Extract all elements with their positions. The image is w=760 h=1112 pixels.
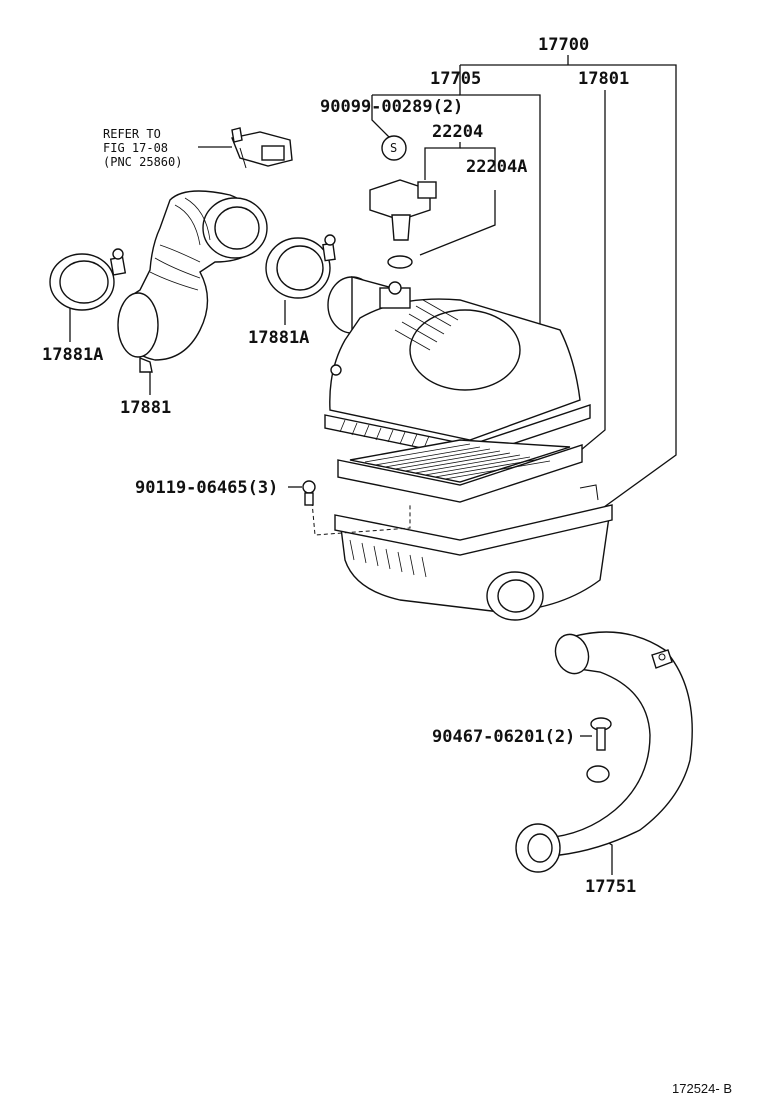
outlet-pipe — [515, 631, 693, 873]
diagram-id: 172524- B — [672, 1081, 732, 1096]
label-22204A: 22204A — [466, 157, 527, 177]
bolt — [302, 480, 316, 506]
label-17700: 17700 — [538, 35, 589, 55]
reference-note: REFER TO FIG 17-08 (PNC 25860) — [103, 127, 182, 169]
air-cleaner-lower-case — [311, 484, 613, 621]
reference-line-2: FIG 17-08 — [103, 141, 168, 155]
air-filter-element — [337, 439, 583, 503]
callout-labels: 17700 17705 17801 90099-00289(2) 22204 2… — [42, 35, 636, 897]
label-17881A-left: 17881A — [42, 345, 103, 365]
label-17881: 17881 — [120, 398, 171, 418]
label-17751: 17751 — [585, 877, 636, 897]
screw-symbol: S — [390, 141, 397, 155]
label-17881A-right: 17881A — [248, 328, 309, 348]
label-22204: 22204 — [432, 122, 483, 142]
label-17705: 17705 — [430, 69, 481, 89]
label-90119: 90119-06465(3) — [135, 478, 278, 498]
label-90099: 90099-00289(2) — [320, 97, 463, 117]
airflow-sensor — [369, 135, 437, 269]
clamp-left — [49, 248, 127, 311]
clip — [586, 717, 612, 783]
air-cleaner-upper-case — [324, 276, 591, 459]
label-17801: 17801 — [578, 69, 629, 89]
reference-line-1: REFER TO — [103, 127, 161, 141]
reference-line-3: (PNC 25860) — [103, 155, 182, 169]
label-90467: 90467-06201(2) — [432, 727, 575, 747]
clamp-right — [265, 234, 336, 299]
inlet-hose — [117, 190, 268, 373]
reference-sensor — [231, 127, 293, 169]
